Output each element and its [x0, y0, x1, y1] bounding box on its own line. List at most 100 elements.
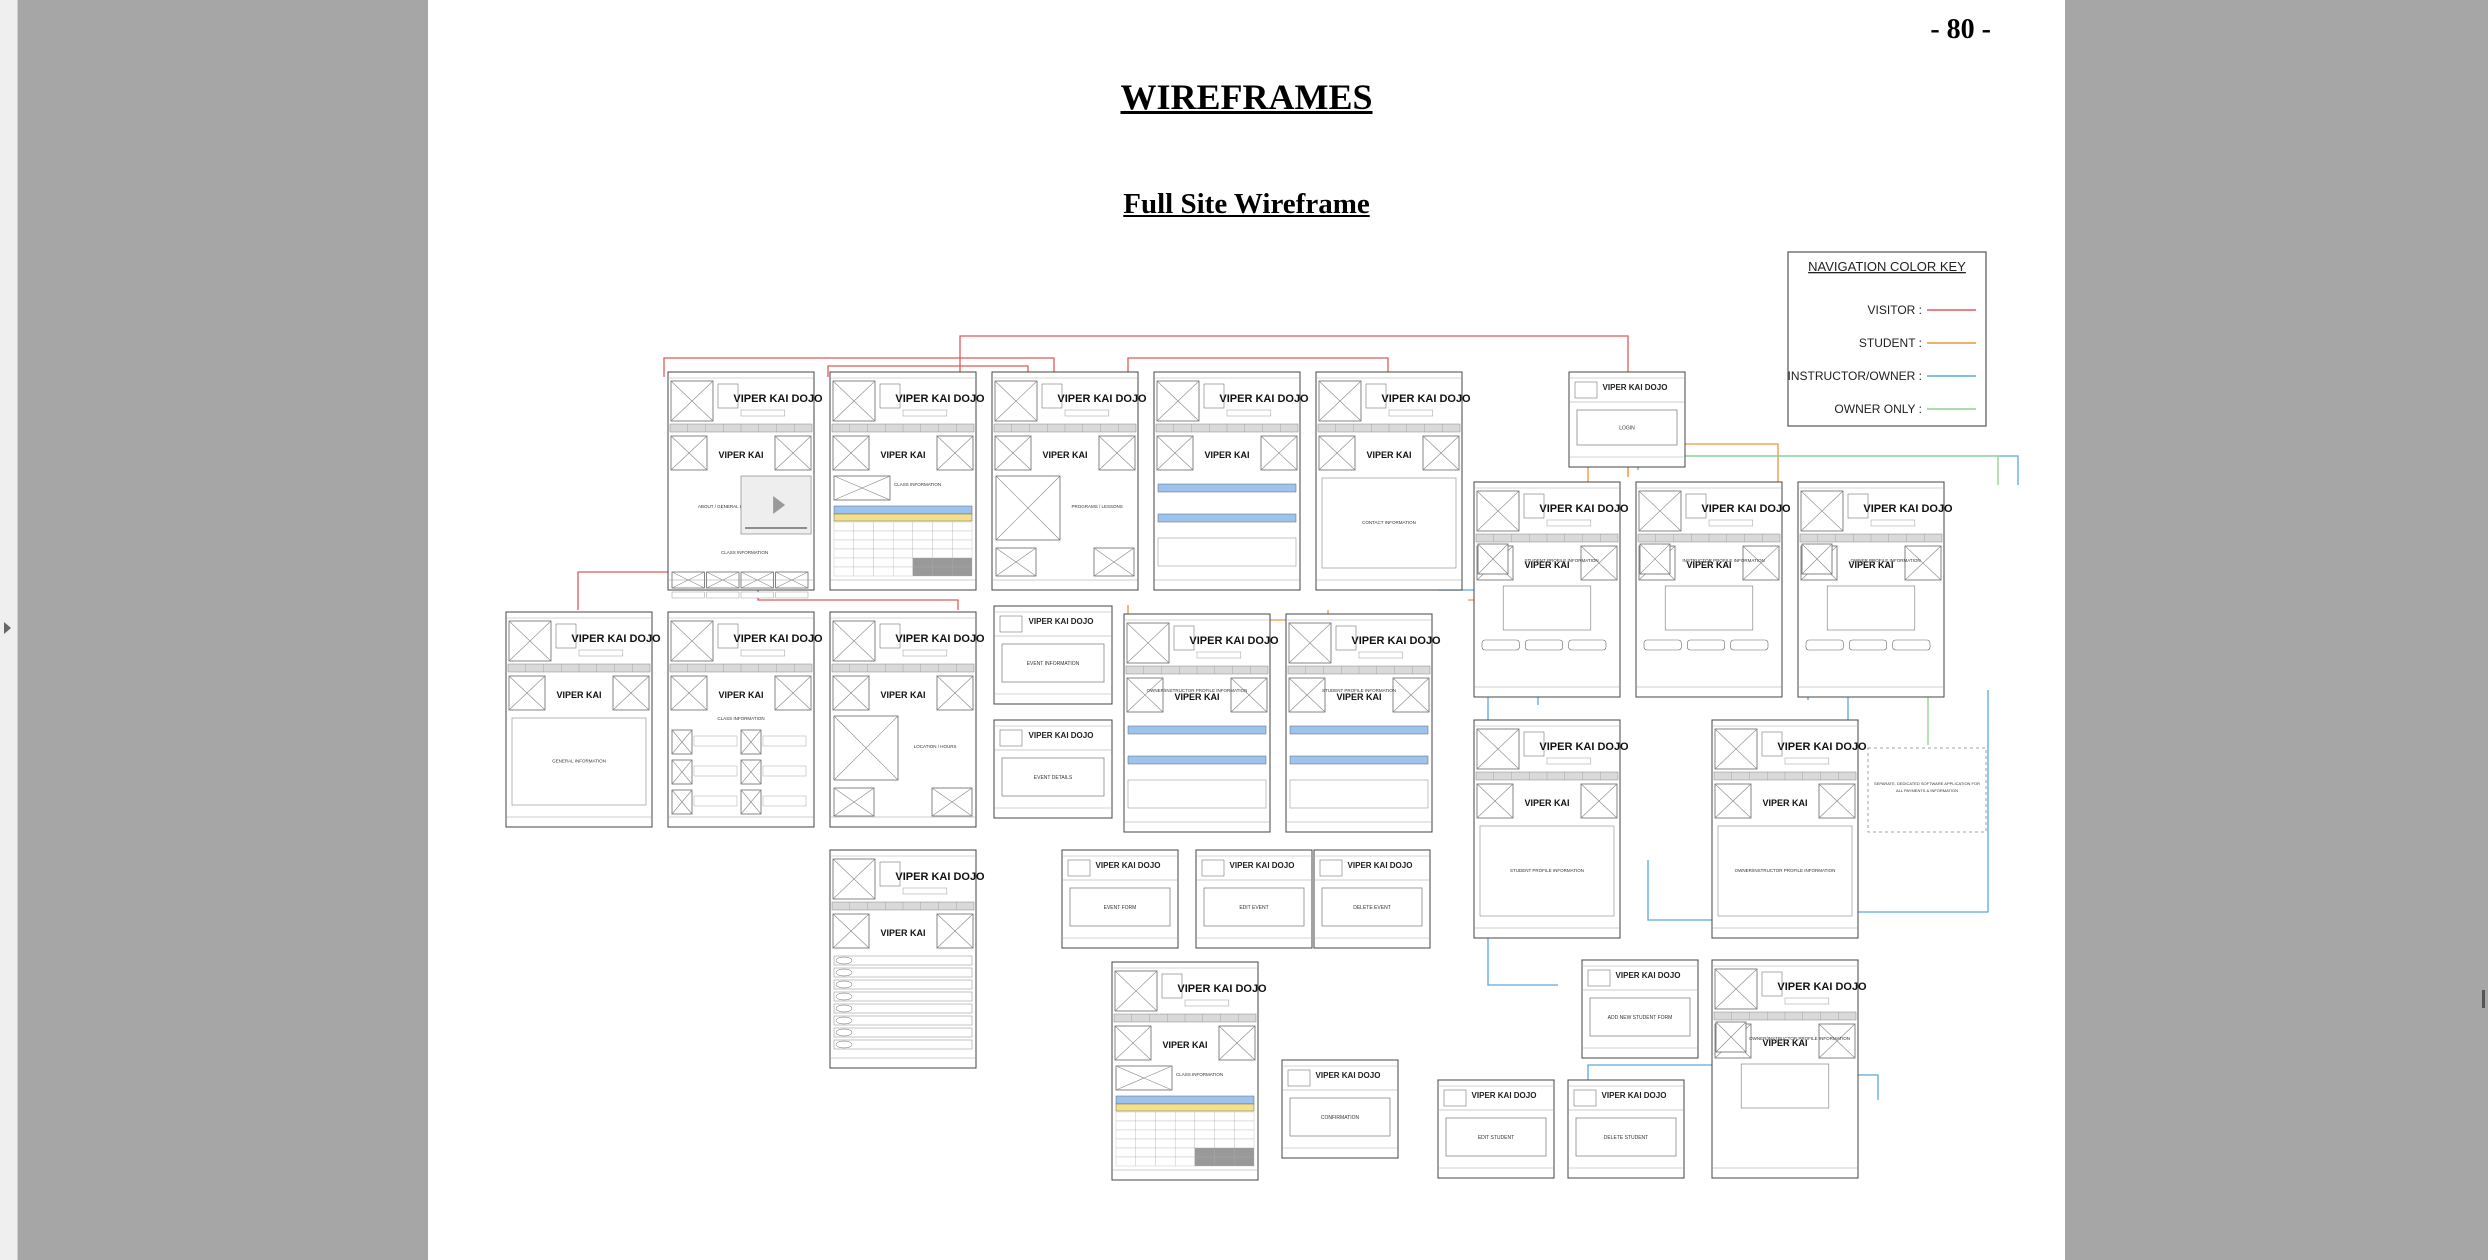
svg-text:VIPER KAI DOJO: VIPER KAI DOJO [1351, 635, 1441, 647]
expand-sidebar-arrow-icon[interactable] [4, 622, 11, 634]
page-title: WIREFRAMES [1120, 77, 1373, 117]
svg-text:VIPER KAI: VIPER KAI [880, 690, 925, 700]
svg-text:SEPARATE, DEDICATED SOFTWARE A: SEPARATE, DEDICATED SOFTWARE APPLICATION… [1874, 781, 1980, 786]
svg-text:VIPER KAI DOJO: VIPER KAI DOJO [1701, 503, 1791, 515]
full-site-wireframe-diagram: VIPER KAI DOJO VIPER KAI ABOUT / GENERAL I… [505, 251, 2019, 1181]
wireframe-screens: VIPER KAI DOJO VIPER KAI ABOUT / GENERAL I… [505, 371, 1987, 1181]
section-subtitle: Full Site Wireframe [1123, 188, 1370, 220]
svg-text:VIPER KAI DOJO: VIPER KAI DOJO [1863, 503, 1953, 515]
svg-text:VIPER KAI DOJO: VIPER KAI DOJO [1029, 617, 1094, 626]
svg-text:EVENT DETAILS: EVENT DETAILS [1034, 775, 1073, 781]
svg-text:ALL PAYMENTS & INFORMATION: ALL PAYMENTS & INFORMATION [1896, 788, 1958, 793]
svg-text:VIPER KAI DOJO: VIPER KAI DOJO [1539, 741, 1629, 753]
page-number: - 80 - [1930, 14, 1991, 45]
svg-text:VIPER KAI DOJO: VIPER KAI DOJO [1177, 983, 1267, 995]
scroll-marker [2482, 990, 2485, 1008]
svg-text:VIPER KAI DOJO: VIPER KAI DOJO [1096, 861, 1161, 870]
svg-text:VIPER KAI DOJO: VIPER KAI DOJO [1189, 635, 1279, 647]
svg-text:CONFIRMATION: CONFIRMATION [1321, 1115, 1360, 1121]
svg-text:VIPER KAI: VIPER KAI [1042, 450, 1087, 460]
svg-text:CLASS INFORMATION: CLASS INFORMATION [721, 550, 768, 555]
svg-text:OWNER/INSTRUCTOR PROFILE INFOR: OWNER/INSTRUCTOR PROFILE INFORMATION [1735, 868, 1836, 873]
svg-text:DELETE STUDENT: DELETE STUDENT [1604, 1135, 1648, 1141]
document-viewer-sidebar [0, 0, 18, 1260]
svg-text:VIPER KAI DOJO: VIPER KAI DOJO [733, 393, 823, 405]
svg-text:VIPER KAI DOJO: VIPER KAI DOJO [1777, 981, 1867, 993]
connector-line [1127, 357, 1389, 377]
nav-key-title: NAVIGATION COLOR KEY [1808, 259, 1966, 274]
svg-text:VIPER KAI: VIPER KAI [1204, 450, 1249, 460]
svg-text:VIPER KAI DOJO: VIPER KAI DOJO [1472, 1091, 1537, 1100]
svg-text:ABOUT / GENERAL INFORMATION: ABOUT / GENERAL INFORMATION [698, 504, 771, 509]
wireframe-screen: VIPER KAI DOJO DELETE STUDENT [1567, 1079, 1685, 1179]
svg-text:VIPER KAI DOJO: VIPER KAI DOJO [1029, 731, 1094, 740]
svg-text:GENERAL INFORMATION: GENERAL INFORMATION [552, 759, 606, 764]
svg-text:VIPER KAI DOJO: VIPER KAI DOJO [1777, 741, 1867, 753]
svg-text:STUDENT PROFILE INFORMATION: STUDENT PROFILE INFORMATION [1510, 868, 1584, 873]
svg-text:LOCATION / HOURS: LOCATION / HOURS [914, 744, 957, 749]
wireframe-screen: VIPER KAI DOJO EDIT STUDENT [1437, 1079, 1555, 1179]
svg-text:VIPER KAI: VIPER KAI [1174, 692, 1219, 702]
svg-text:VIPER KAI DOJO: VIPER KAI DOJO [1057, 393, 1147, 405]
svg-text:VIPER KAI: VIPER KAI [718, 450, 763, 460]
svg-text:CONTACT INFORMATION: CONTACT INFORMATION [1362, 520, 1416, 525]
svg-text:VIPER KAI: VIPER KAI [880, 928, 925, 938]
svg-text:VIPER KAI DOJO: VIPER KAI DOJO [733, 633, 823, 645]
svg-text:EDIT STUDENT: EDIT STUDENT [1478, 1135, 1514, 1141]
nav-key-label: STUDENT : [1859, 336, 1922, 350]
svg-text:VIPER KAI DOJO: VIPER KAI DOJO [895, 871, 985, 883]
svg-text:CLASS INFORMATION: CLASS INFORMATION [717, 716, 764, 721]
svg-text:VIPER KAI DOJO: VIPER KAI DOJO [1602, 1091, 1667, 1100]
svg-text:VIPER KAI: VIPER KAI [1686, 560, 1731, 570]
nav-key-label: VISITOR : [1868, 303, 1922, 317]
svg-text:VIPER KAI DOJO: VIPER KAI DOJO [1316, 1071, 1381, 1080]
svg-text:VIPER KAI: VIPER KAI [880, 450, 925, 460]
connector-line [1658, 455, 1999, 485]
wireframe-screen: VIPER KAI DOJO VIPER KAI ABOUT / GENERAL I… [667, 371, 823, 599]
wireframe-screen: VIPER KAI DOJO DELETE EVENT [1313, 849, 1431, 949]
svg-text:EVENT FORM: EVENT FORM [1104, 905, 1137, 911]
svg-text:VIPER KAI DOJO: VIPER KAI DOJO [571, 633, 661, 645]
nav-key-label: INSTRUCTOR/OWNER : [1788, 369, 1922, 383]
svg-text:DELETE EVENT: DELETE EVENT [1353, 905, 1391, 911]
svg-text:VIPER KAI: VIPER KAI [1162, 1040, 1207, 1050]
separate-application-box: SEPARATE, DEDICATED SOFTWARE APPLICATION… [1867, 747, 1987, 833]
wireframe-screen: VIPER KAI DOJO CONFIRMATION [1281, 1059, 1399, 1159]
wireframe-screen: VIPER KAI DOJO VIPER KAI [829, 849, 985, 1069]
nav-key-label: OWNER ONLY : [1834, 402, 1922, 416]
svg-text:CLASS INFORMATION: CLASS INFORMATION [894, 482, 941, 487]
svg-text:VIPER KAI: VIPER KAI [1762, 1038, 1807, 1048]
svg-text:VIPER KAI DOJO: VIPER KAI DOJO [1230, 861, 1295, 870]
svg-text:VIPER KAI: VIPER KAI [1336, 692, 1381, 702]
svg-text:EDIT EVENT: EDIT EVENT [1239, 905, 1268, 911]
svg-text:VIPER KAI DOJO: VIPER KAI DOJO [1348, 861, 1413, 870]
svg-text:VIPER KAI: VIPER KAI [1848, 560, 1893, 570]
connector-line [663, 357, 1055, 377]
wireframe-screen: VIPER KAI DOJO EVENT FORM [1061, 849, 1179, 949]
svg-text:VIPER KAI: VIPER KAI [1524, 560, 1569, 570]
svg-text:VIPER KAI: VIPER KAI [556, 690, 601, 700]
svg-text:VIPER KAI DOJO: VIPER KAI DOJO [1603, 383, 1668, 392]
svg-text:PROGRAMS / LESSONS: PROGRAMS / LESSONS [1071, 504, 1122, 509]
connector-line [1637, 455, 2019, 485]
svg-text:VIPER KAI DOJO: VIPER KAI DOJO [1616, 971, 1681, 980]
connector-line [959, 335, 1629, 377]
svg-text:OWNER/INSTRUCTOR PROFILE INFOR: OWNER/INSTRUCTOR PROFILE INFORMATION [1749, 1036, 1850, 1041]
wireframe-screen: VIPER KAI DOJO VIPER KAI CLASS INFORMATION [667, 611, 823, 828]
wireframe-screen: VIPER KAI DOJO VIPER KAI GENERAL INFORMATI… [505, 611, 661, 828]
svg-text:STUDENT PROFILE INFORMATION: STUDENT PROFILE INFORMATION [1525, 558, 1599, 563]
svg-text:VIPER KAI: VIPER KAI [718, 690, 763, 700]
svg-text:VIPER KAI DOJO: VIPER KAI DOJO [1539, 503, 1629, 515]
